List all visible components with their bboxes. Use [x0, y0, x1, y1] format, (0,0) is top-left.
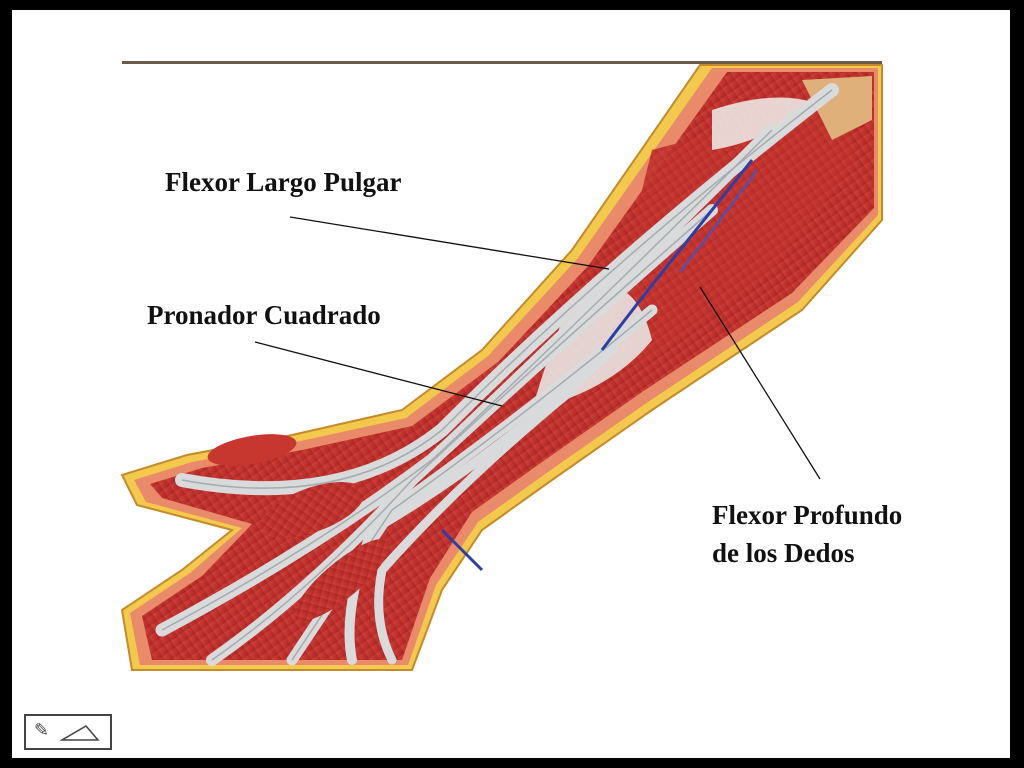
pointer-pronador: [254, 341, 503, 407]
label-flexor-profundo-line2: de los Dedos: [712, 538, 855, 568]
triangle-icon[interactable]: [60, 724, 100, 742]
slide-controls: ✎: [24, 714, 112, 750]
slide: Flexor Largo Pulgar Pronador Cuadrado Fl…: [12, 10, 1010, 758]
label-flexor-profundo-line1: Flexor Profundo: [712, 500, 903, 530]
pointer-flexor-largo: [289, 216, 610, 270]
forearm-anatomy-illustration: [120, 64, 883, 671]
top-rule: [122, 61, 882, 64]
label-flexor-largo-pulgar: Flexor Largo Pulgar: [165, 167, 402, 197]
label-pronador-cuadrado: Pronador Cuadrado: [147, 300, 381, 330]
pointer-flexor-profundo: [699, 286, 821, 480]
label-flexor-profundo: Flexor Profundo de los Dedos: [712, 496, 902, 572]
pen-icon[interactable]: ✎: [34, 720, 50, 741]
